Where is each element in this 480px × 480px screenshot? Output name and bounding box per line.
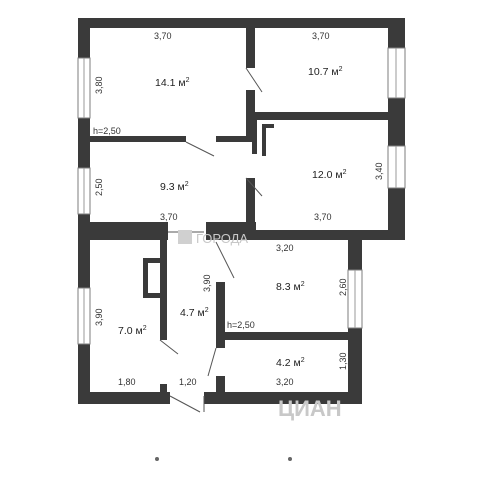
dim-left-r1: 3,80 [94, 76, 104, 94]
room-area-r3: 9.3 м2 [160, 181, 189, 193]
dim-bottom-right: 3,20 [276, 377, 294, 387]
watermark-bottom: ЦИАН [278, 396, 342, 421]
dim-left-r7: 3,90 [94, 308, 104, 326]
logo-icon [178, 230, 192, 244]
windows [77, 47, 406, 345]
room-area-r4: 12.0 м2 [312, 169, 347, 181]
dim-top-right: 3,70 [312, 31, 330, 41]
watermark-top: ГОРОДА [196, 231, 248, 246]
room-area-r8: 4.2 м2 [276, 357, 305, 369]
dim-height-2: h=2,50 [227, 320, 255, 330]
dim-r8-right: 1,30 [338, 352, 348, 370]
watermark: ГОРОДА ЦИАН [178, 230, 342, 421]
room-area-r6: 4.7 м2 [180, 307, 209, 319]
dim-r5-top: 3,20 [276, 243, 294, 253]
dot-marker [155, 457, 159, 461]
dimensions: 3,70 3,70 3,80 h=2,50 2,50 3,70 3,70 3,4… [93, 31, 384, 387]
walls [78, 18, 405, 404]
dim-left-r3: 2,50 [94, 178, 104, 196]
dim-right-r4: 3,40 [374, 162, 384, 180]
dim-bottom-left: 1,80 [118, 377, 136, 387]
dim-height-1: h=2,50 [93, 126, 121, 136]
marker-dots [155, 457, 292, 461]
dim-mid-right: 3,70 [314, 212, 332, 222]
room-area-r7: 7.0 м2 [118, 325, 147, 337]
dim-r6-side: 3,90 [202, 274, 212, 292]
room-area-r5: 8.3 м2 [276, 281, 305, 293]
dot-marker [288, 457, 292, 461]
room-areas: 14.1 м2 10.7 м2 9.3 м2 12.0 м2 8.3 м2 4.… [118, 66, 347, 369]
dim-bottom-mid: 1,20 [179, 377, 197, 387]
dim-mid-left: 3,70 [160, 212, 178, 222]
room-area-r1: 14.1 м2 [155, 77, 190, 89]
room-area-r2: 10.7 м2 [308, 66, 343, 78]
dim-top-left: 3,70 [154, 31, 172, 41]
doors [159, 67, 263, 413]
dim-r5-right: 2,60 [338, 278, 348, 296]
